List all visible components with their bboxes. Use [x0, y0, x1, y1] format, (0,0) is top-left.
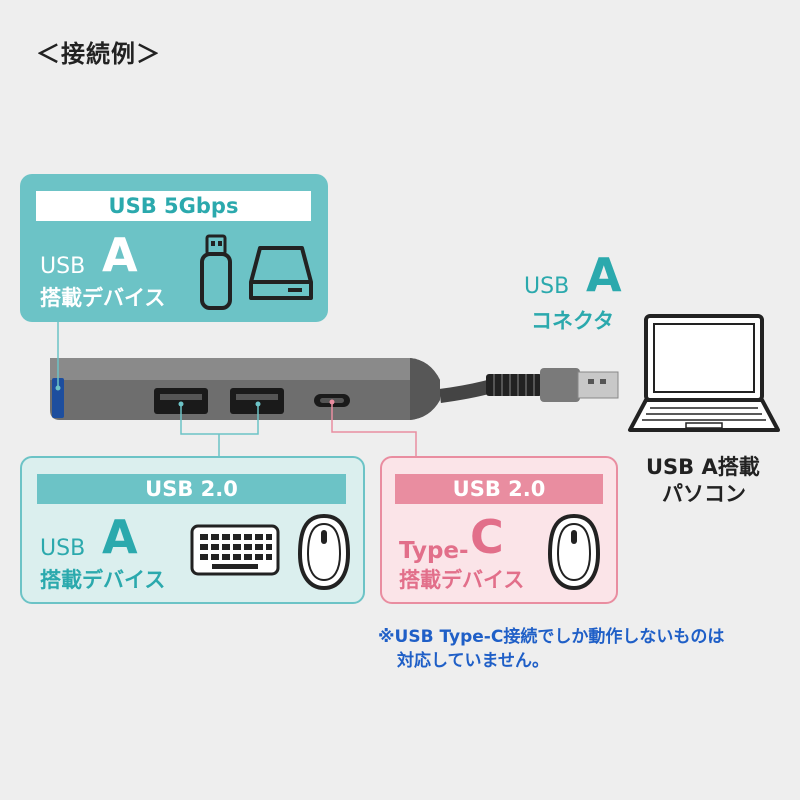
- top-usb-label: USB: [40, 254, 86, 279]
- connector-letter: A: [586, 248, 622, 302]
- laptop-icon: [628, 314, 780, 432]
- pc-label-line2: パソコン: [662, 482, 746, 506]
- a20-connector-letter: A: [102, 510, 138, 564]
- c20-device-label: 搭載デバイス: [399, 568, 525, 592]
- usb-flash-drive-icon: [200, 234, 232, 310]
- c20-connector-letter: C: [470, 510, 504, 564]
- usb-2-a-header: USB 2.0: [37, 474, 346, 504]
- mouse-icon: [297, 513, 351, 591]
- usb-5gbps-header: USB 5Gbps: [36, 191, 311, 221]
- note-line2: 対応していません。: [397, 651, 549, 671]
- connector-name: コネクタ: [531, 309, 615, 333]
- connector-usb-label: USB: [524, 274, 570, 299]
- c20-type-label: Type-: [399, 538, 469, 564]
- mouse-icon: [547, 513, 601, 591]
- a20-device-label: 搭載デバイス: [40, 568, 166, 592]
- page-title: ＜接続例＞: [36, 40, 161, 68]
- keyboard-icon: [190, 524, 280, 576]
- pc-label-line1: USB A搭載: [646, 455, 760, 479]
- hard-disk-icon: [249, 246, 313, 300]
- top-connector-letter: A: [102, 228, 138, 282]
- usb-2-c-header: USB 2.0: [395, 474, 603, 504]
- a20-usb-label: USB: [40, 536, 86, 561]
- cable-grip: [486, 374, 542, 396]
- top-device-label: 搭載デバイス: [40, 286, 166, 310]
- note-line1: ※USB Type-C接続でしか動作しないものは: [378, 627, 725, 647]
